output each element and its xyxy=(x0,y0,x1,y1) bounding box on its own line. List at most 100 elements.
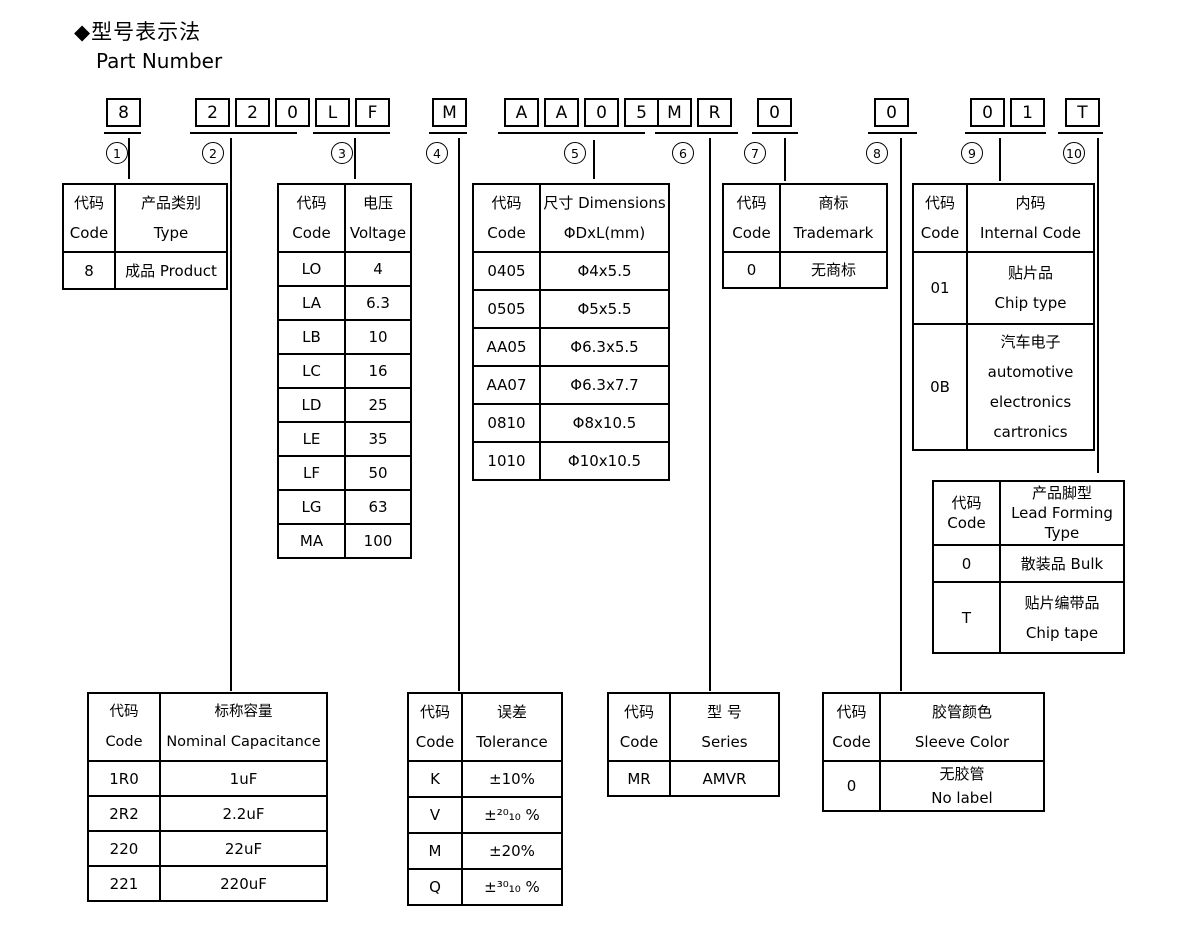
code-cell: 1R0 xyxy=(87,760,161,797)
value-cell: 220uF xyxy=(159,865,328,902)
code-cell: 0 xyxy=(722,251,781,289)
marker-3: 3 xyxy=(331,142,353,164)
value-cell: 10 xyxy=(344,319,412,355)
part-code-char-box: 2 xyxy=(195,98,230,127)
code-cell: MA xyxy=(277,523,346,559)
group-underline-4 xyxy=(429,132,467,134)
tolerance-row: K±10% xyxy=(407,760,563,798)
value-cell: AMVR xyxy=(669,760,780,797)
value-cell: ±²⁰₁₀ % xyxy=(461,796,563,834)
connector-line-7 xyxy=(784,138,786,181)
code-group-tolerance: M xyxy=(432,98,467,127)
value-cell: 6.3 xyxy=(344,285,412,321)
value-cell: Φ10x10.5 xyxy=(539,441,670,481)
value-cell: 4 xyxy=(344,251,412,287)
value-cell: 25 xyxy=(344,387,412,423)
value-cell: Φ6.3x7.7 xyxy=(539,365,670,405)
marker-2: 2 xyxy=(202,142,224,164)
code-cell: M xyxy=(407,832,463,870)
code-cell: LG xyxy=(277,489,346,525)
part-code-char-box: 8 xyxy=(106,98,141,127)
group-underline-2 xyxy=(190,132,297,134)
value-cell: 63 xyxy=(344,489,412,525)
group-underline-3 xyxy=(313,132,390,134)
group-underline-8 xyxy=(868,132,917,134)
code-cell: 0505 xyxy=(472,289,541,329)
connector-line-6 xyxy=(709,138,711,691)
part-code-char-box: A xyxy=(504,98,539,127)
part-code-char-box: 0 xyxy=(757,98,792,127)
marker-1: 1 xyxy=(106,142,128,164)
code-cell: 0 xyxy=(822,760,881,812)
value-cell: 成品 Product xyxy=(114,251,228,290)
connector-line-1 xyxy=(128,138,130,179)
code-cell: 2R2 xyxy=(87,795,161,832)
value-cell: 16 xyxy=(344,353,412,389)
marker-8: 8 xyxy=(866,142,888,164)
value-cell: 100 xyxy=(344,523,412,559)
tolerance-row: M±20% xyxy=(407,832,563,870)
group-underline-1 xyxy=(104,132,141,134)
code-cell: 0405 xyxy=(472,251,541,291)
part-code-char-box: M xyxy=(432,98,467,127)
code-cell: Q xyxy=(407,868,463,906)
connector-line-8 xyxy=(900,138,902,691)
code-cell: LA xyxy=(277,285,346,321)
code-cell: LE xyxy=(277,421,346,457)
marker-6: 6 xyxy=(672,142,694,164)
code-cell: 0 xyxy=(932,544,1001,583)
value-cell: ±20% xyxy=(461,832,563,870)
code-cell: 8 xyxy=(62,251,116,290)
code-group-sleeve-color: 0 xyxy=(874,98,909,127)
connector-line-5 xyxy=(593,140,595,179)
code-cell: 220 xyxy=(87,830,161,867)
code-group-trademark: 0 xyxy=(757,98,792,127)
code-cell: V xyxy=(407,796,463,834)
page-title-zh: ◆型号表示法 xyxy=(74,20,202,44)
value-cell: 无商标 xyxy=(779,251,888,289)
code-cell: LD xyxy=(277,387,346,423)
value-cell: 22uF xyxy=(159,830,328,867)
code-cell: AA05 xyxy=(472,327,541,367)
connector-line-3 xyxy=(354,138,356,179)
value-cell: Φ5x5.5 xyxy=(539,289,670,329)
part-code-char-box: 0 xyxy=(970,98,1005,127)
code-cell: LB xyxy=(277,319,346,355)
value-cell: ±10% xyxy=(461,760,563,798)
